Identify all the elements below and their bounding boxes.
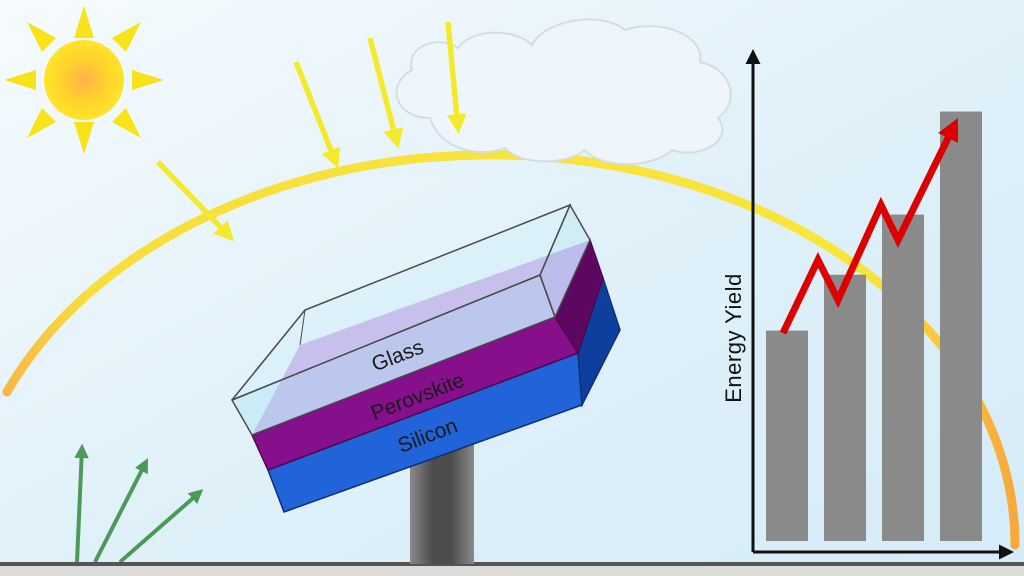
reflected-arrow: [74, 443, 89, 563]
reflected-arrow: [118, 489, 204, 564]
energy-yield-chart: Energy Yield: [721, 49, 1014, 560]
cloud-icon: [395, 18, 732, 166]
ground: [0, 563, 1024, 576]
reflected-arrow: [93, 458, 148, 563]
solar-panel-icon: Glass Perovskite Silicon: [230, 203, 621, 513]
sunlight-arrow: [445, 21, 467, 134]
chart-bar: [940, 111, 982, 542]
sun-icon: [4, 6, 164, 154]
reflected-light-arrows: [74, 443, 204, 564]
y-axis-label: Energy Yield: [721, 273, 746, 403]
sunlight-arrow: [293, 60, 341, 169]
chart-bars: [766, 111, 982, 542]
chart-bar: [882, 214, 924, 541]
chart-bar: [824, 274, 866, 541]
glass-layer-top: [231, 203, 572, 401]
sunlight-arrow: [367, 37, 404, 149]
chart-bar: [766, 330, 808, 541]
trend-arrow-icon: [779, 117, 959, 335]
sunlight-arrow: [156, 160, 235, 242]
incoming-sunlight-arrows: [156, 21, 467, 242]
glass-inner-edge: [299, 309, 306, 346]
